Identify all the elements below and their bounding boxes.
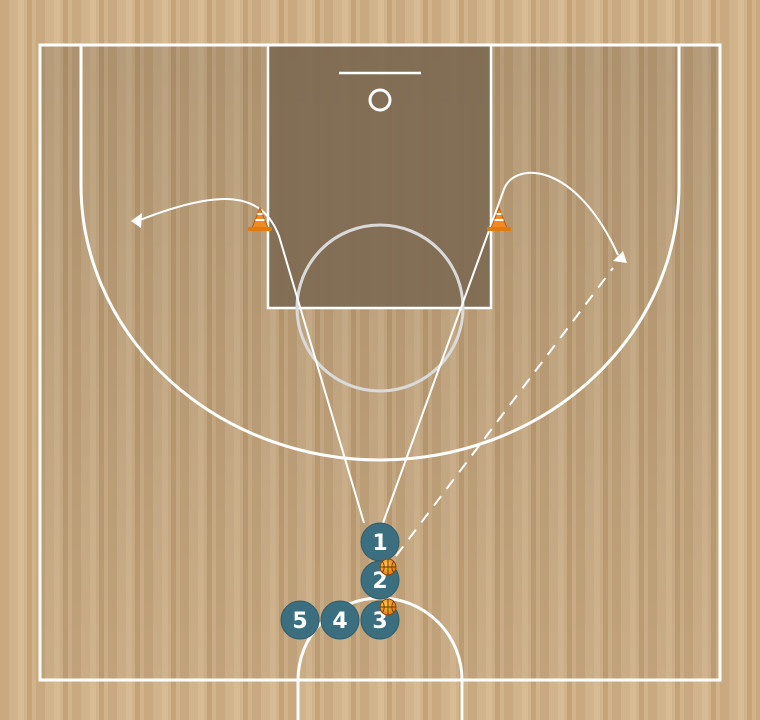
player-1[interactable]: 1: [360, 522, 400, 562]
player-5-label: 5: [292, 609, 307, 634]
basket-rim: [368, 88, 392, 112]
player-1-label: 1: [372, 531, 387, 556]
player-3-label: 3: [372, 609, 387, 634]
pass-path: [395, 267, 614, 557]
cut-arrow-right: [613, 251, 627, 263]
player-4[interactable]: 4: [320, 600, 360, 640]
player-5[interactable]: 5: [280, 600, 320, 640]
cut-path-player-2: [382, 171, 619, 524]
cut-path-player-1: [139, 198, 365, 524]
three-point-arc: [79, 184, 681, 462]
player-4-label: 4: [332, 609, 347, 634]
cut-arrow-left: [131, 213, 142, 228]
sideline-boundary: [38, 43, 722, 682]
basketball-icon: [379, 598, 397, 616]
paint-area: [266, 43, 493, 310]
basketball-icon: [379, 558, 397, 576]
free-throw-circle: [295, 223, 465, 393]
player-2-label: 2: [372, 569, 387, 594]
right-elbow-cone: [487, 206, 511, 231]
action-lines: [139, 171, 619, 557]
court-lines: [38, 43, 722, 720]
left-elbow-cone: [248, 206, 272, 231]
